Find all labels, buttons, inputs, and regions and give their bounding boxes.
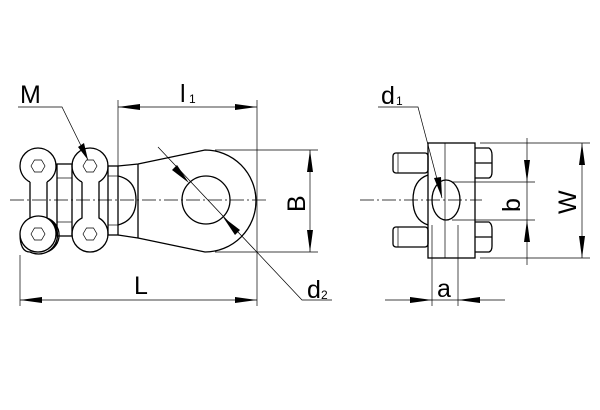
leader-M <box>18 106 89 161</box>
label-d1: d <box>381 82 395 110</box>
hex-bolt-icon <box>82 159 98 173</box>
label-l1-sub: 1 <box>189 92 196 106</box>
hex-bolt-icon <box>30 227 46 241</box>
nut-top <box>475 147 493 179</box>
side-view: l 1 M B d 2 L <box>10 80 332 306</box>
lug-hole <box>181 175 231 225</box>
label-M: M <box>20 81 41 109</box>
clamp-plate-1 <box>19 147 60 255</box>
conductor-hole <box>431 179 461 221</box>
label-d2-sub: 2 <box>321 288 328 302</box>
hex-bolt-icon <box>82 227 98 241</box>
label-b: b <box>498 198 526 212</box>
label-L: L <box>134 272 148 300</box>
dome <box>117 175 137 226</box>
label-a: a <box>437 275 451 303</box>
nut-bottom <box>475 221 493 253</box>
front-view: d 1 b W a <box>360 82 590 306</box>
lug-body <box>117 149 257 253</box>
label-d2: d <box>307 276 321 304</box>
clamp-body <box>427 142 476 259</box>
label-W: W <box>554 190 582 214</box>
spacer-block <box>56 163 73 237</box>
clamp-bulge <box>412 174 429 226</box>
label-l1: l <box>180 80 186 108</box>
label-B: B <box>283 195 311 212</box>
leader-d2 <box>157 146 332 301</box>
label-d1-sub: 1 <box>396 94 403 108</box>
clamp-plate-2 <box>71 147 109 253</box>
leader-d1 <box>378 106 443 199</box>
hex-bolt-icon <box>30 159 46 173</box>
